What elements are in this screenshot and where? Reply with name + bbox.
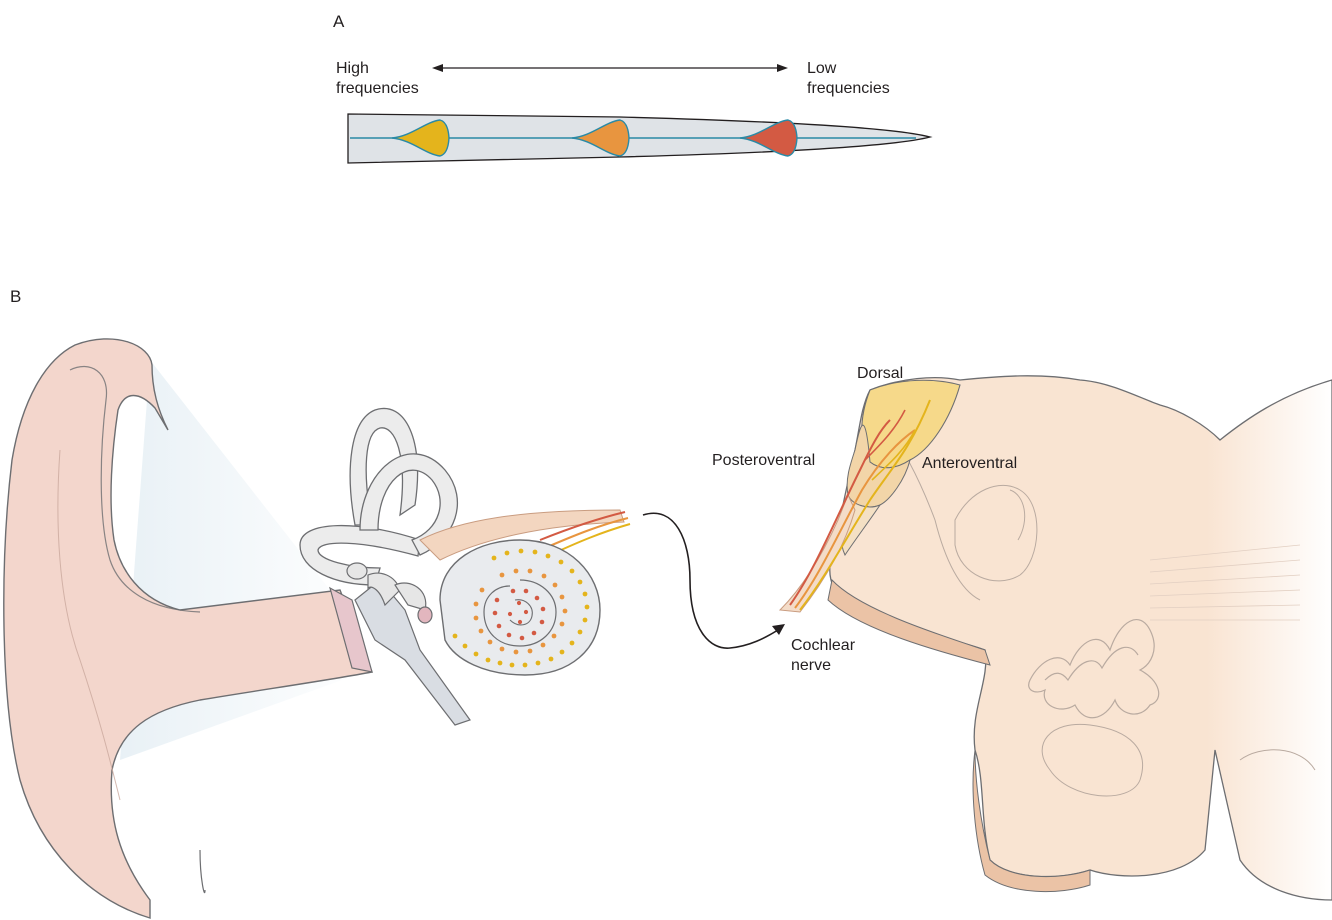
outer-ear <box>4 339 372 918</box>
frequency-double-arrow <box>432 64 788 72</box>
dorsal-label: Dorsal <box>857 365 903 382</box>
cochlea <box>440 540 600 675</box>
panel-a-label: A <box>333 12 345 31</box>
cochlear-nerve-arrow <box>643 513 785 648</box>
anteroventral-label: Anteroventral <box>922 455 1017 472</box>
low-frequencies-label: Low frequencies <box>807 60 890 97</box>
semicircular-canals <box>300 408 457 585</box>
panel-b-label: B <box>10 287 21 306</box>
posteroventral-label: Posteroventral <box>712 452 815 469</box>
panel-b: B <box>4 287 1332 918</box>
panel-a: A High frequencies Low frequencies <box>333 12 930 163</box>
cochlear-nerve-label: Cochlear nerve <box>791 637 859 674</box>
high-frequencies-label: High frequencies <box>336 60 419 97</box>
